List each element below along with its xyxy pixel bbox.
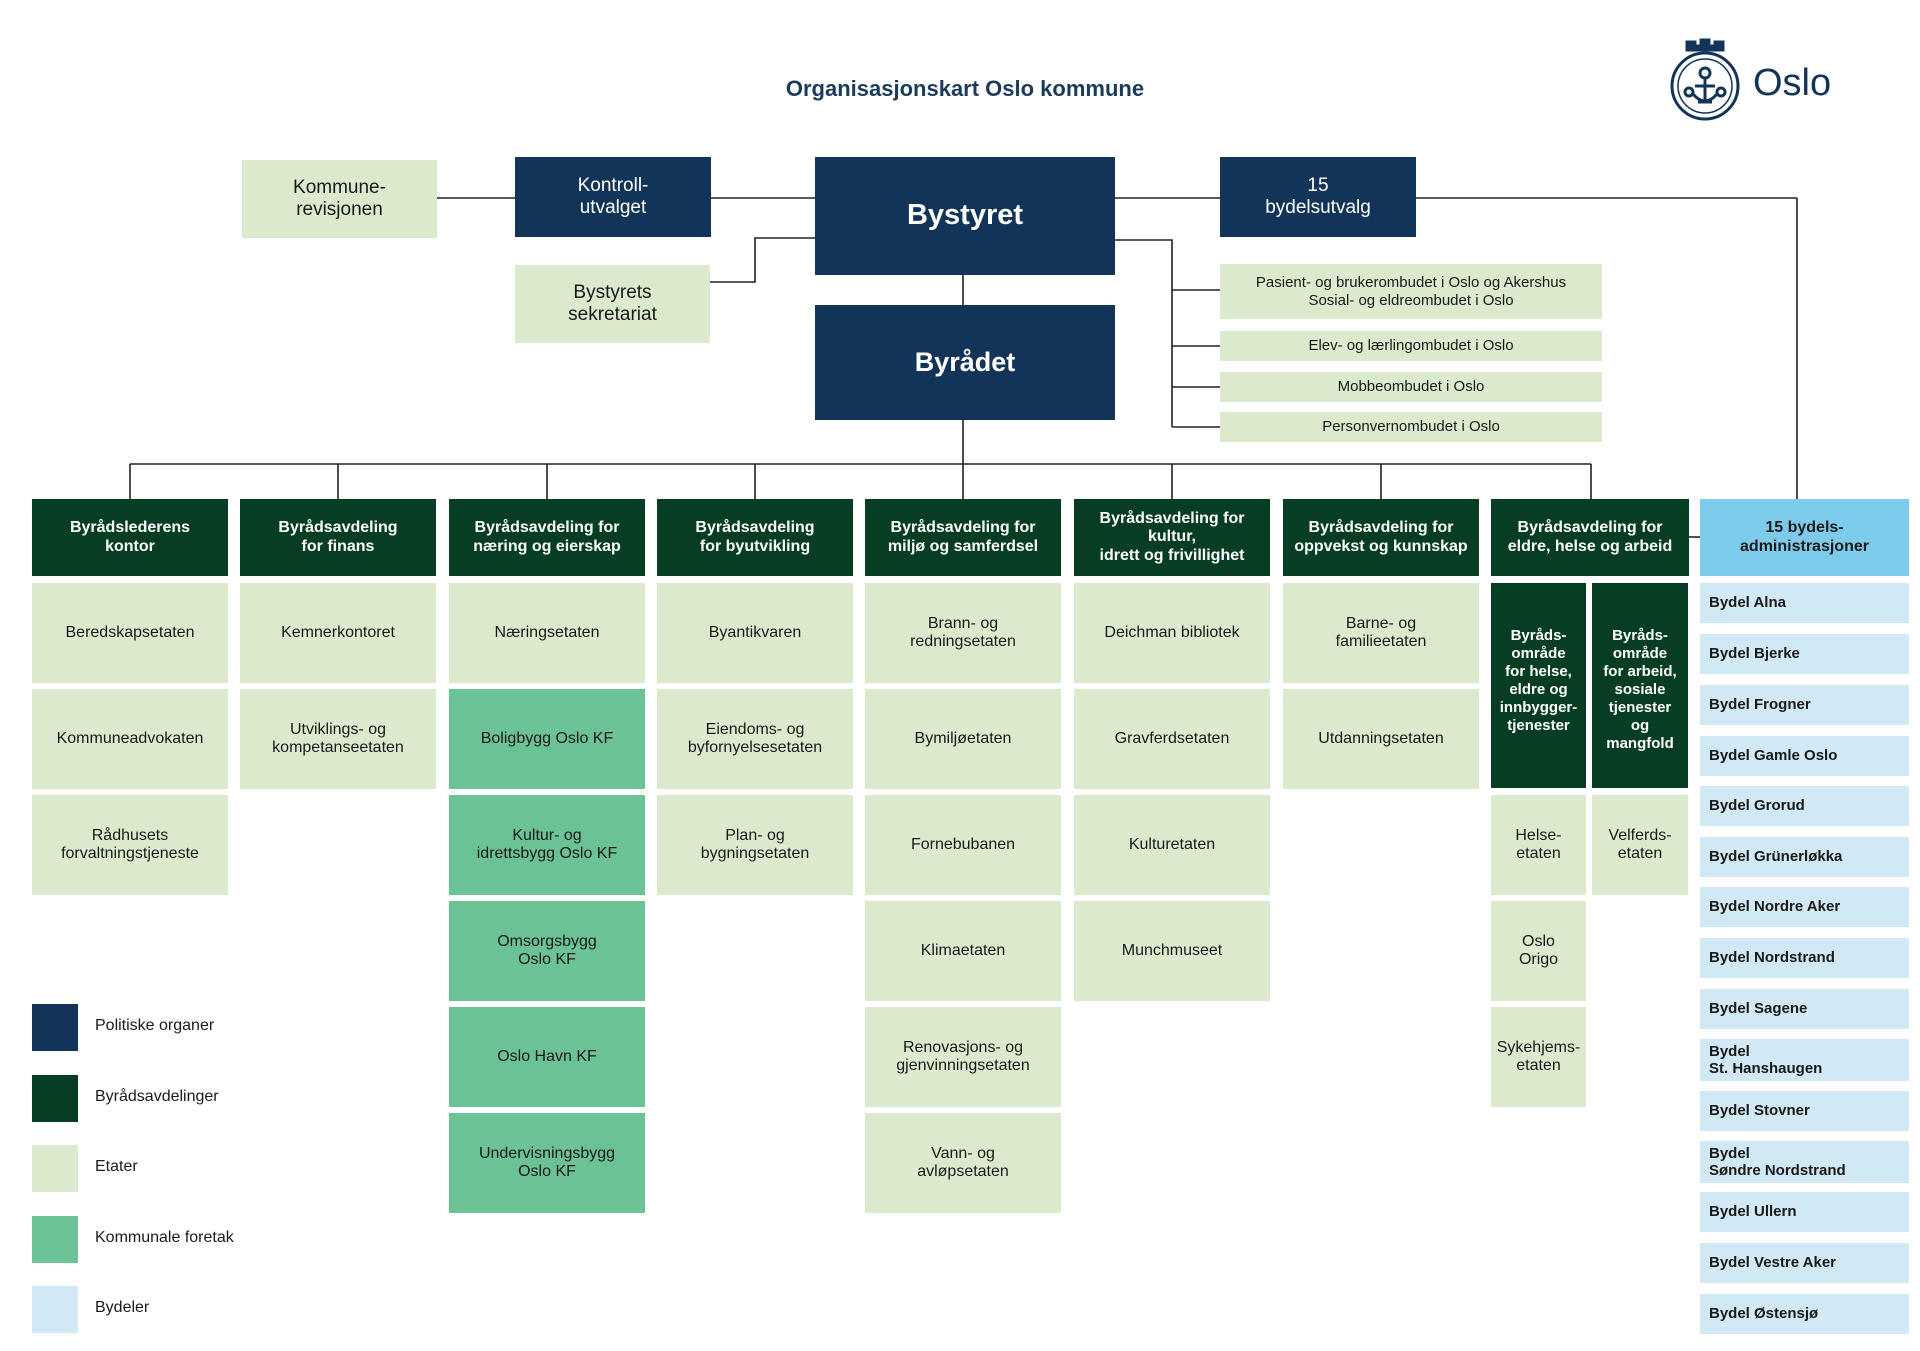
unit-klimaetaten: Klimaetaten bbox=[865, 901, 1061, 1001]
bydel-sagene: Bydel Sagene bbox=[1700, 989, 1909, 1029]
bystyret-box: Bystyret bbox=[815, 157, 1115, 275]
unit-fornebubanen: Fornebubanen bbox=[865, 795, 1061, 895]
unit-boligbygg: Boligbygg Oslo KF bbox=[449, 689, 645, 789]
legend-swatch-kommunale-foretak bbox=[32, 1216, 78, 1263]
unit-utviklings-kompetanseetaten: Utviklings- og kompetanseetaten bbox=[240, 689, 436, 789]
legend-label-kommunale-foretak: Kommunale foretak bbox=[95, 1229, 234, 1246]
oslo-logo-text: Oslo bbox=[1753, 62, 1832, 104]
unit-deichman-bibliotek: Deichman bibliotek bbox=[1074, 583, 1270, 683]
subarea-arbeid-sosiale-mangfold: Byråds- område for arbeid, sosiale tjene… bbox=[1592, 583, 1688, 788]
dept-byutvikling: Byrådsavdeling for byutvikling bbox=[657, 499, 853, 576]
bydel-ullern: Bydel Ullern bbox=[1700, 1192, 1909, 1232]
unit-oslo-havn: Oslo Havn KF bbox=[449, 1007, 645, 1107]
unit-sykehjemsetaten: Sykehjems- etaten bbox=[1491, 1007, 1586, 1107]
dept-oppvekst-kunnskap: Byrådsavdeling for oppvekst og kunnskap bbox=[1283, 499, 1479, 576]
unit-radhusets-forvaltningstjeneste: Rådhusets forvaltningstjeneste bbox=[32, 795, 228, 895]
unit-kulturetaten: Kulturetaten bbox=[1074, 795, 1270, 895]
kontrollutvalget-box: Kontroll- utvalget bbox=[515, 157, 711, 237]
bydel-frogner: Bydel Frogner bbox=[1700, 685, 1909, 725]
unit-eiendoms-byfornyelsesetaten: Eiendoms- og byfornyelsesetaten bbox=[657, 689, 853, 789]
unit-naeringsetaten: Næringsetaten bbox=[449, 583, 645, 683]
legend-swatch-byradsavdelinger bbox=[32, 1075, 78, 1122]
dept-eldre-helse-arbeid: Byrådsavdeling for eldre, helse og arbei… bbox=[1491, 499, 1689, 576]
bydel-bjerke: Bydel Bjerke bbox=[1700, 634, 1909, 674]
bydel-nordstrand: Bydel Nordstrand bbox=[1700, 938, 1909, 978]
dept-miljo-samferdsel: Byrådsavdeling for miljø og samferdsel bbox=[865, 499, 1061, 576]
unit-brann-redningsetaten: Brann- og redningsetaten bbox=[865, 583, 1061, 683]
bydel-alna: Bydel Alna bbox=[1700, 583, 1909, 623]
unit-munchmuseet: Munchmuseet bbox=[1074, 901, 1270, 1001]
unit-gravferdsetaten: Gravferdsetaten bbox=[1074, 689, 1270, 789]
page-title: Organisasjonskart Oslo kommune bbox=[785, 76, 1145, 101]
oslo-city-seal-icon bbox=[1670, 38, 1740, 121]
legend-label-bydeler: Bydeler bbox=[95, 1299, 150, 1316]
unit-kommuneadvokaten: Kommuneadvokaten bbox=[32, 689, 228, 789]
bydel-st-hanshaugen: Bydel St. Hanshaugen bbox=[1700, 1039, 1909, 1081]
unit-barne-familieetaten: Barne- og familieetaten bbox=[1283, 583, 1479, 683]
unit-oslo-origo: Oslo Origo bbox=[1491, 901, 1586, 1001]
bydels-administrasjoner-header: 15 bydels- administrasjoner bbox=[1700, 499, 1909, 576]
legend-label-byradsavdelinger: Byrådsavdelinger bbox=[95, 1088, 219, 1105]
dept-byradsleder: Byrådslederens kontor bbox=[32, 499, 228, 576]
unit-helseetaten: Helse- etaten bbox=[1491, 795, 1586, 895]
unit-bymiljoetaten: Bymiljøetaten bbox=[865, 689, 1061, 789]
bydel-grunerlokka: Bydel Grünerløkka bbox=[1700, 837, 1909, 877]
dept-naering-eierskap: Byrådsavdeling for næring og eierskap bbox=[449, 499, 645, 576]
ombud-mobbe: Mobbeombudet i Oslo bbox=[1220, 372, 1602, 402]
unit-byantikvaren: Byantikvaren bbox=[657, 583, 853, 683]
unit-undervisningsbygg: Undervisningsbygg Oslo KF bbox=[449, 1113, 645, 1213]
bydel-sondre-nordstrand: Bydel Søndre Nordstrand bbox=[1700, 1141, 1909, 1183]
ombud-elev-laerling: Elev- og lærlingombudet i Oslo bbox=[1220, 331, 1602, 361]
bydel-ostensjo: Bydel Østensjø bbox=[1700, 1294, 1909, 1334]
bystyrets-sekretariat-box: Bystyrets sekretariat bbox=[515, 265, 710, 343]
bydel-nordre-aker: Bydel Nordre Aker bbox=[1700, 887, 1909, 927]
kommunerevisjonen-box: Kommune- revisjonen bbox=[242, 160, 437, 238]
subarea-helse-eldre-innbygger: Byråds- område for helse, eldre og innby… bbox=[1491, 583, 1586, 788]
bydel-stovner: Bydel Stovner bbox=[1700, 1091, 1909, 1131]
bydel-grorud: Bydel Grorud bbox=[1700, 786, 1909, 826]
legend-swatch-bydeler bbox=[32, 1286, 78, 1333]
unit-utdanningsetaten: Utdanningsetaten bbox=[1283, 689, 1479, 789]
unit-velferdsetaten: Velferds- etaten bbox=[1592, 795, 1688, 895]
unit-kultur-idrettsbygg: Kultur- og idrettsbygg Oslo KF bbox=[449, 795, 645, 895]
bydel-vestre-aker: Bydel Vestre Aker bbox=[1700, 1243, 1909, 1283]
dept-kultur-idrett: Byrådsavdeling for kultur, idrett og fri… bbox=[1074, 499, 1270, 576]
legend-label-politiske: Politiske organer bbox=[95, 1017, 215, 1034]
unit-renovasjons-gjenvinningsetaten: Renovasjons- og gjenvinningsetaten bbox=[865, 1007, 1061, 1107]
unit-plan-bygningsetaten: Plan- og bygningsetaten bbox=[657, 795, 853, 895]
ombud-personvern: Personvernombudet i Oslo bbox=[1220, 412, 1602, 442]
unit-kemnerkontoret: Kemnerkontoret bbox=[240, 583, 436, 683]
legend-swatch-etater bbox=[32, 1145, 78, 1192]
legend-swatch-politiske bbox=[32, 1004, 78, 1051]
unit-omsorgsbygg: Omsorgsbygg Oslo KF bbox=[449, 901, 645, 1001]
bydel-gamle-oslo: Bydel Gamle Oslo bbox=[1700, 736, 1909, 776]
legend-label-etater: Etater bbox=[95, 1158, 138, 1175]
unit-beredskapsetaten: Beredskapsetaten bbox=[32, 583, 228, 683]
byradet-box: Byrådet bbox=[815, 305, 1115, 420]
bydelsutvalg-box: 15 bydelsutvalg bbox=[1220, 157, 1416, 237]
dept-finans: Byrådsavdeling for finans bbox=[240, 499, 436, 576]
ombud-pasient-sosial: Pasient- og brukerombudet i Oslo og Aker… bbox=[1220, 264, 1602, 319]
unit-vann-avlopsetaten: Vann- og avløpsetaten bbox=[865, 1113, 1061, 1213]
